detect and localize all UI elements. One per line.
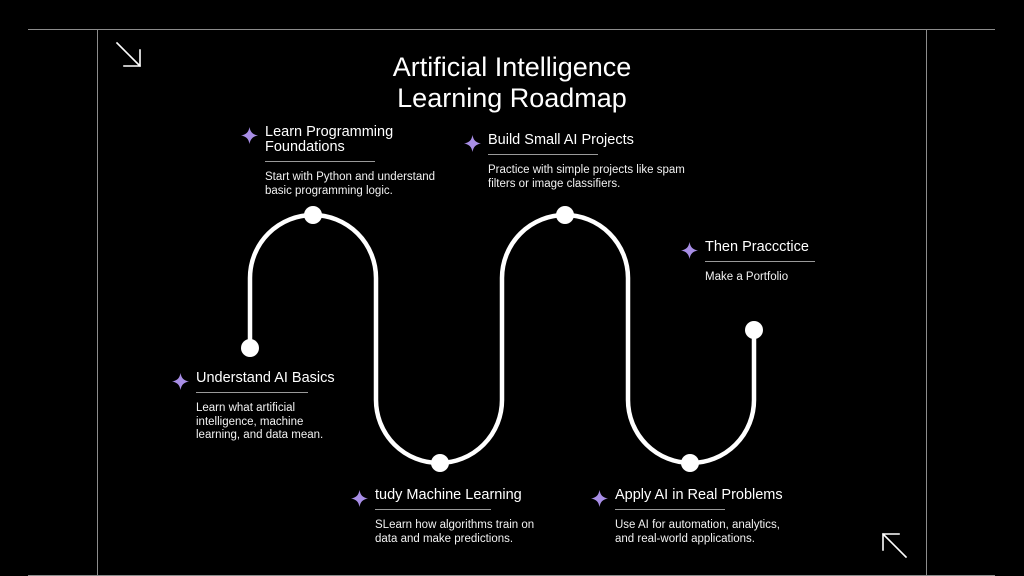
frame-left-line <box>97 29 98 576</box>
roadmap-node-1 <box>241 339 259 357</box>
page-title: Artificial Intelligence Learning Roadmap <box>312 52 712 114</box>
step-description: Use AI for automation, analytics, and re… <box>615 519 780 545</box>
sparkle-star-icon <box>464 135 481 152</box>
frame-right-line <box>926 29 927 576</box>
step-build-small-ai-projects: Build Small AI Projects Practice with si… <box>464 133 694 191</box>
step-title: Apply AI in Real Problems <box>615 487 783 503</box>
step-apply-ai-in-real-problems: Apply AI in Real Problems Use AI for aut… <box>591 488 811 546</box>
step-description: Learn what artificial intelligence, mach… <box>196 402 324 441</box>
roadmap-node-5 <box>681 454 699 472</box>
step-header: Apply AI in Real Problems <box>591 487 811 507</box>
step-study-machine-learning: tudy Machine Learning SLearn how algorit… <box>351 488 551 546</box>
step-description: SLearn how algorithms train on data and … <box>375 519 535 545</box>
step-header: Understand AI Basics <box>172 370 372 390</box>
step-description: Start with Python and understand basic p… <box>265 171 436 197</box>
step-title: Learn Programming Foundations <box>265 124 394 155</box>
step-title: tudy Machine Learning <box>375 487 522 503</box>
arrow-up-left-icon <box>881 532 908 559</box>
step-understand-ai-basics: Understand AI Basics Learn what artifici… <box>172 371 372 443</box>
step-description: Practice with simple projects like spam … <box>488 164 685 190</box>
roadmap-node-3 <box>431 454 449 472</box>
step-then-practice: Then Praccctice Make a Portfolio <box>681 240 831 285</box>
sparkle-star-icon <box>681 242 698 259</box>
step-header: tudy Machine Learning <box>351 487 551 507</box>
frame-top-line <box>28 29 995 30</box>
page-title-line-1: Artificial Intelligence <box>392 52 632 82</box>
step-learn-programming-foundations: Learn Programming Foundations Start with… <box>241 125 461 198</box>
page-title-line-2: Learning Roadmap <box>397 83 627 113</box>
roadmap-node-6 <box>745 321 763 339</box>
roadmap-node-4 <box>556 206 574 224</box>
step-title: Build Small AI Projects <box>488 132 634 148</box>
step-underline <box>615 509 725 510</box>
arrow-down-right-icon <box>115 41 142 68</box>
roadmap-curve <box>247 212 757 466</box>
step-header: Then Praccctice <box>681 239 831 259</box>
sparkle-star-icon <box>241 127 258 144</box>
step-underline <box>265 161 375 162</box>
step-underline <box>705 261 815 262</box>
step-underline <box>488 154 598 155</box>
sparkle-star-icon <box>591 490 608 507</box>
sparkle-star-icon <box>351 490 368 507</box>
step-underline <box>196 392 308 393</box>
roadmap-node-2 <box>304 206 322 224</box>
step-title: Then Praccctice <box>705 239 809 255</box>
step-header: Build Small AI Projects <box>464 132 694 152</box>
step-underline <box>375 509 491 510</box>
step-header: Learn Programming Foundations <box>241 125 461 155</box>
step-description: Make a Portfolio <box>705 271 789 283</box>
step-title: Understand AI Basics <box>196 370 335 386</box>
sparkle-star-icon <box>172 373 189 390</box>
